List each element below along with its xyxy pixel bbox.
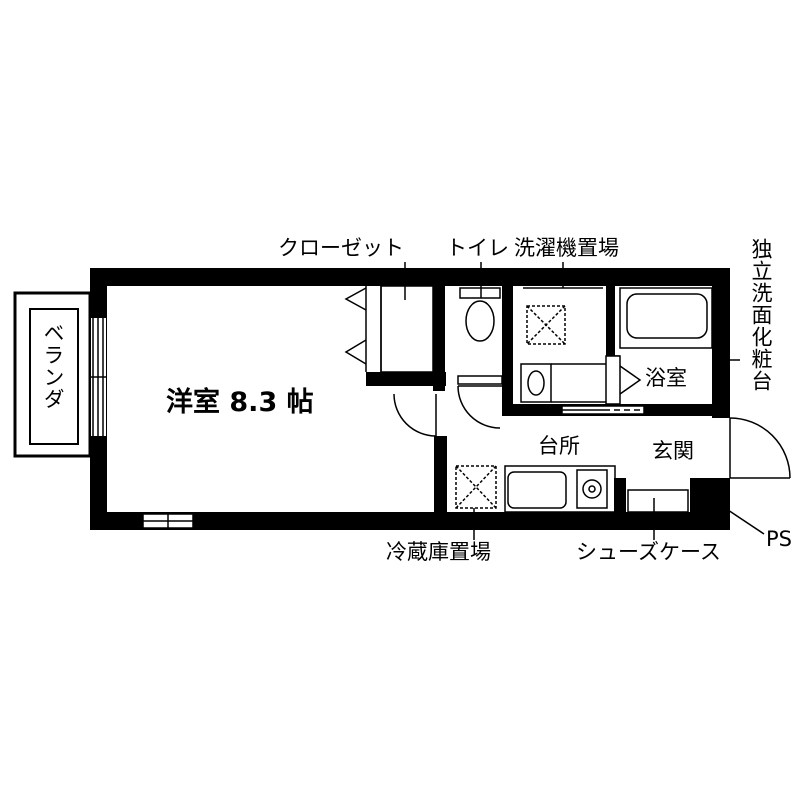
bottom-window [142,513,194,529]
fridge-callout: 冷蔵庫置場 [386,540,491,564]
western-room-label: 洋室 8.3 帖 [166,387,314,418]
closet-callout: クローゼット [278,236,404,260]
kitchen-counter [504,465,616,513]
toilet [457,262,503,385]
fridge-space [455,465,497,509]
bathroom [561,287,740,415]
vanity-callout: 独立洗面化粧台 [749,238,773,392]
veranda-window [91,318,106,436]
veranda-label: ベランダ [41,322,65,410]
doors [393,385,791,513]
kitchen-label: 台所 [538,434,580,458]
entrance-label: 玄関 [652,439,694,463]
washer-space [523,262,603,345]
interior-walls [366,286,730,514]
shoe-case-callout: シューズケース [576,540,721,564]
toilet-callout: トイレ [446,236,509,260]
bathroom-label: 浴室 [645,366,687,390]
closet [344,262,434,373]
shoe-case [627,489,689,540]
vanity [520,363,606,403]
ps-callout: PS [766,527,792,551]
washer-callout: 洗濯機置場 [514,236,619,260]
